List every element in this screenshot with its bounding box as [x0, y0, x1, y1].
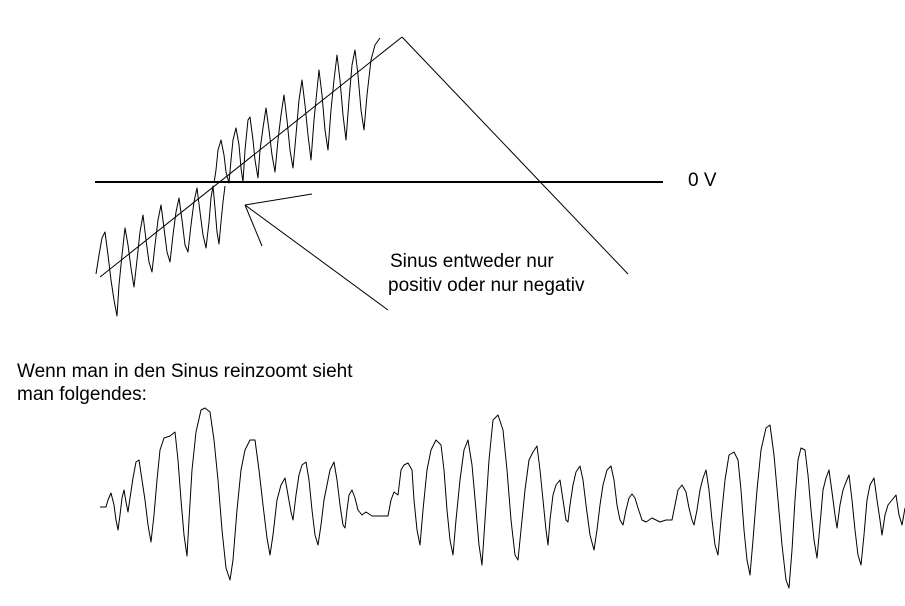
sine-on-ramp-upper — [213, 37, 381, 184]
arrow-head-upper — [244, 193, 313, 206]
sine-on-ramp-lower — [95, 185, 226, 317]
annotation-line-1: Sinus entweder nur — [390, 251, 554, 272]
sawtooth-rise-line — [99, 36, 403, 278]
annotation-line-2: positiv oder nur negativ — [388, 275, 585, 296]
caption-line-2: man folgendes: — [17, 384, 147, 405]
zoomed-waveform — [100, 407, 905, 589]
arrow-shaft — [244, 204, 389, 311]
arrow-head-lower — [244, 204, 263, 247]
caption-line-1: Wenn man in den Sinus reinzoomt sieht — [17, 361, 353, 382]
zero-volt-label: 0 V — [688, 170, 717, 191]
sawtooth-fall-line — [401, 36, 629, 275]
